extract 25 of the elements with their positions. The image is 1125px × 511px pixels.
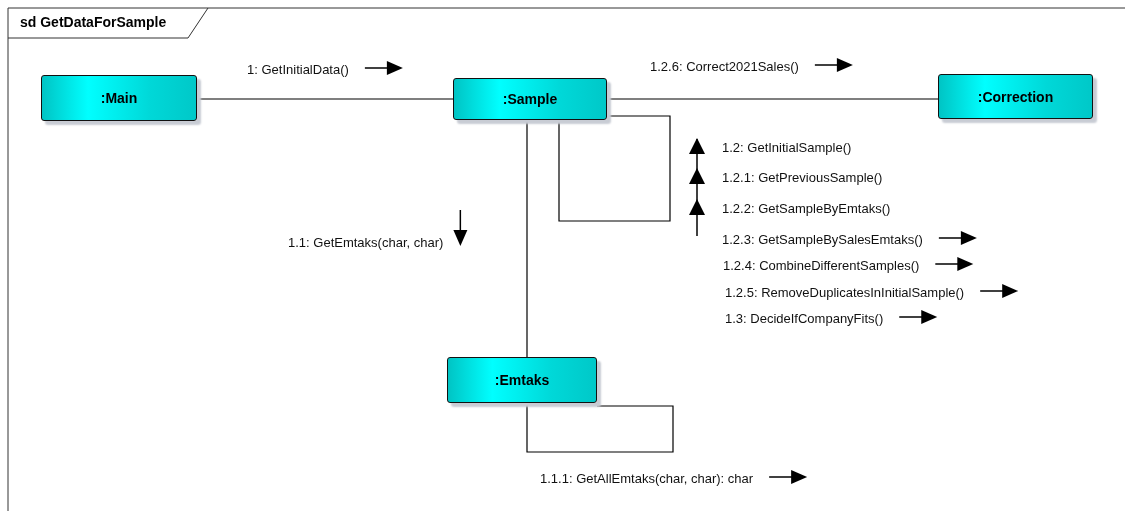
message-label: 1.1.1: GetAllEmtaks(char, char): char	[540, 470, 754, 486]
object-name: :Main	[100, 90, 138, 106]
frame-title: sd GetDataForSample	[20, 14, 167, 30]
object-box	[453, 78, 607, 120]
message-label: 1: GetInitialData()	[247, 61, 349, 77]
object-name: :Correction	[977, 88, 1054, 105]
object-name: :Sample	[502, 91, 558, 107]
link-line	[526, 119, 528, 358]
message-label: 1.2.3: GetSampleBySalesEmtaks()	[722, 231, 923, 247]
link-line	[606, 98, 939, 100]
self-link	[526, 402, 674, 453]
message-label: 1.2.2: GetSampleByEmtaks()	[722, 200, 891, 216]
message-label: 1.2.1: GetPreviousSample()	[722, 169, 883, 185]
message-label: 1.2.6: Correct2021Sales()	[650, 58, 799, 74]
message-label: 1.1: GetEmtaks(char, char)	[288, 234, 444, 250]
object-box	[41, 75, 197, 121]
object-box	[447, 357, 597, 403]
message-label: 1.2: GetInitialSample()	[722, 139, 852, 155]
link-line	[196, 98, 454, 100]
message-label: 1.3: DecideIfCompanyFits()	[725, 310, 884, 326]
message-label: 1.2.5: RemoveDuplicatesInInitialSample()	[725, 284, 965, 300]
object-box	[938, 74, 1093, 119]
self-link	[558, 115, 671, 222]
object-name: :Emtaks	[494, 372, 550, 388]
message-label: 1.2.4: CombineDifferentSamples()	[723, 257, 920, 273]
